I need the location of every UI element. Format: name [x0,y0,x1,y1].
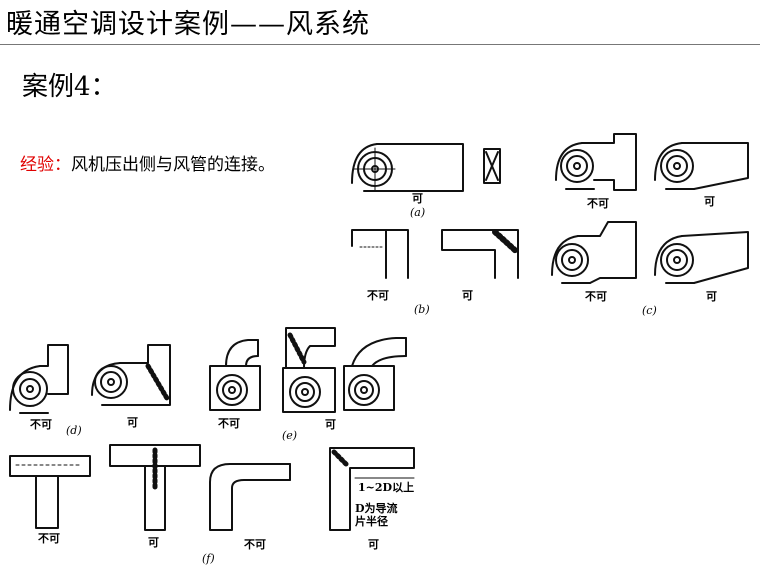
elbow-f4-good [329,447,415,531]
fan-c2 [654,142,695,190]
note-guide-line-2: 片半径 [355,514,388,528]
fan-c4 [654,235,695,284]
duct-c4-good [681,231,749,284]
label-b-ok: 可 [462,289,473,302]
label-b-not-ok: 不可 [367,289,389,302]
caption-b: (b) [414,303,430,316]
duct-f2-good [109,444,201,467]
fan-c3 [551,235,591,284]
label-a-ok: 可 [412,192,423,205]
caption-e: (e) [282,429,297,442]
title-divider [0,44,760,45]
label-c2-ok: 可 [704,195,715,208]
diagram-d: 不可 (d) 可 [9,344,171,437]
duct-d1-bad [39,344,69,395]
fan-d1 [9,365,49,414]
duct-c1-bad [581,133,637,191]
label-d2-ok: 可 [127,416,138,429]
fan-d2 [91,362,133,406]
note-distance: 1~2D以上 [358,480,414,494]
label-c1-not-ok: 不可 [587,197,609,210]
case-heading: 案例4： [22,72,117,102]
elbow-e1-bad [225,339,259,367]
experience-line: 经验：风机压出侧与风管的连接。 [20,150,275,175]
fan-e2 [282,367,336,413]
label-e1-not-ok: 不可 [218,417,240,430]
caption-f: (f) [202,552,215,565]
fan-e3 [343,365,395,411]
label-f4-ok: 可 [368,538,379,551]
duct-d2-good [119,344,171,406]
diagram-b: 不可 可 (b) [351,229,520,316]
label-f3-not-ok: 不可 [244,538,266,551]
damper-a [483,148,501,184]
elbow-e3-good [351,337,407,367]
label-c4-ok: 可 [706,290,717,303]
label-d1-not-ok: 不可 [30,418,52,431]
duct-c3-bad [577,221,637,284]
diagram-c-upper: 不可 可 不可 可 (c) [551,133,749,317]
diagram-a: 可 (a) [351,143,501,219]
diagram-e: 不可 (e) 可 [209,327,407,442]
duct-b-bad [351,229,409,279]
label-f2-ok: 可 [148,536,159,549]
duct-a [376,143,464,192]
caption-a: (a) [410,206,425,219]
fan-c1 [555,142,595,190]
fan-a [351,143,396,192]
duct-f1-bad [9,455,91,477]
note-guide-line-1: D为导流 [355,501,398,515]
diagram-f: 不可 可 不可 (f) 1~2D以上 D为导流 片半径 可 [9,444,415,565]
elbow-e2-good [285,327,336,369]
label-f1-not-ok: 不可 [38,532,60,545]
duct-b-good [441,229,519,279]
caption-c: (c) [642,304,657,317]
experience-text: 风机压出侧与风管的连接。 [71,155,275,175]
experience-label: 经验： [20,155,71,175]
caption-d: (d) [66,424,82,437]
duct-c2-good [681,142,749,190]
slide-title: 暖通空调设计案例——风系统 [6,9,370,40]
label-e3-ok: 可 [325,418,336,431]
fan-e1 [209,365,261,411]
label-c3-not-ok: 不可 [585,290,607,303]
elbow-f3-not-ok [209,463,291,531]
